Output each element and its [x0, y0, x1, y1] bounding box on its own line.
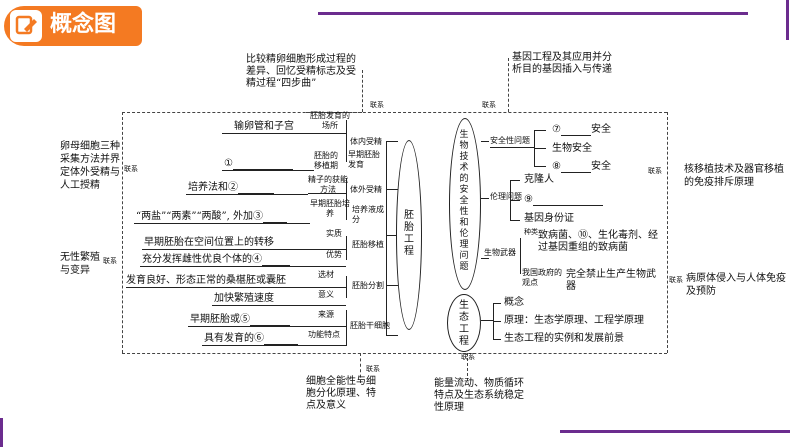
center-title: 胚胎工程	[404, 210, 414, 257]
source-text: 早期胚胎或⑤	[190, 314, 290, 326]
note-asexual: 无性繁殖与变异	[60, 252, 100, 276]
meaning-text: 加快繁殖速度	[214, 293, 274, 304]
early-dev: 早期胚胎发育	[348, 150, 380, 169]
gov-text: 完全禁止生产生物武器	[566, 269, 656, 292]
source-box: 来源	[318, 310, 334, 319]
sperm-capacitation: 精子的获能方法	[308, 175, 348, 194]
essence-text: 早期胚胎在空间位置上的转移	[144, 237, 274, 248]
ethics-item-3: 基因身份证	[524, 213, 574, 224]
medium-text: “两盐”“两素”“两酸”, 外加③	[136, 211, 288, 223]
link-label: 联系	[669, 276, 683, 284]
link-label: 联系	[366, 365, 380, 373]
in-vivo-title: 体内受精	[350, 137, 382, 146]
ethics-item-2: ⑨	[524, 194, 603, 206]
frame-right	[786, 0, 789, 40]
feature-text: 具有发育的⑥	[204, 333, 298, 345]
advantage-text: 充分发挥雌性优良个体的④	[142, 254, 290, 266]
link-label: 联系	[124, 165, 138, 173]
note-totipotency: 细胞全能性与细胞分化原理、特点及意义	[306, 376, 376, 411]
frame-top	[318, 12, 748, 15]
site-box: 胚胎发育的场所	[310, 111, 350, 130]
note-egg-collection: 卵母细胞三种采集方法并界定体外受精与人工授精	[60, 141, 120, 191]
feature-box: 功能特点	[308, 330, 340, 339]
note-fertilization: 比较精卵细胞形成过程的差异、回忆受精标志及受精过程“四步曲”	[246, 54, 356, 89]
kind-label: 种类	[524, 228, 538, 236]
eco-item-1: 概念	[504, 297, 524, 308]
advantage-box: 优势	[326, 250, 342, 259]
note-energy-flow: 能量流动、物质循环特点及生态系统稳定性原理	[434, 378, 524, 413]
eco-item-2: 原理：生态学原理、工程学原理	[504, 315, 644, 326]
transfer-title: 胚胎移植	[352, 240, 384, 249]
link-label: 联系	[461, 353, 475, 361]
weapon-title: 生物武器	[484, 248, 516, 257]
material-box: 选材	[318, 270, 334, 279]
early-culture: 早期胚胎培养	[310, 199, 350, 218]
q1-blank: ①	[224, 158, 293, 170]
medium-box: 培养液成分	[352, 205, 384, 224]
gov-label: 我国政府的观点	[522, 268, 562, 287]
note-pathogen: 病原体侵入与人体免疫及预防	[686, 273, 786, 297]
link-label: 联系	[648, 167, 662, 175]
weapon-kinds: 致病菌、⑩、生化毒剂、经过基因重组的致病菌	[538, 230, 658, 253]
note-transplant: 核移植技术及器官移植的免疫排斥原理	[684, 164, 784, 188]
note-gene-engineering: 基因工程及其应用并分析目的基因插入与传递	[512, 52, 612, 75]
essence-box: 实质	[326, 229, 342, 238]
link-label: 联系	[482, 101, 496, 109]
in-vitro-title: 体外受精	[350, 185, 382, 194]
frame-bottom	[560, 430, 790, 433]
dev-box: 胚胎的移植期	[314, 151, 338, 170]
safety-item-2: 生物安全	[552, 143, 592, 154]
split-title: 胚胎分割	[352, 281, 384, 290]
eco-item-3: 生态工程的实例和发展前景	[504, 333, 624, 344]
ethics-title: 伦理问题	[490, 192, 522, 201]
meaning-box: 意义	[318, 290, 334, 299]
stem-title: 胚胎干细胞	[350, 321, 390, 330]
page-title: 概念图	[50, 12, 117, 37]
link-label: 联系	[103, 257, 117, 265]
material-text: 发育良好、形态正常的桑椹胚或囊胚	[126, 275, 286, 286]
edit-icon	[10, 10, 42, 42]
biotech-title: 生物技术的安全性和伦理问题	[459, 130, 469, 272]
frame-left	[0, 418, 3, 447]
oviduct-text: 输卵管和子宫	[234, 121, 294, 132]
cultivate-text: 培养法和②	[188, 182, 274, 194]
eco-title: 生态工程	[459, 300, 469, 347]
link-label: 联系	[370, 101, 384, 109]
ethics-item-1: 克隆人	[524, 174, 554, 185]
biotech-oval	[449, 118, 481, 290]
center-oval	[396, 140, 422, 330]
eco-oval	[447, 294, 481, 352]
safety-title: 安全性问题	[490, 136, 530, 145]
